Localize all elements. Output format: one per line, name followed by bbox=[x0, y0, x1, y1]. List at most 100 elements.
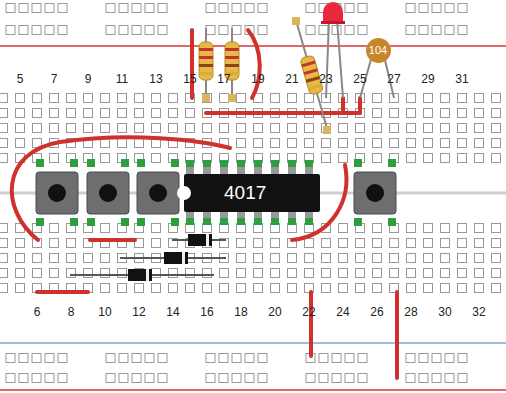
hole bbox=[50, 224, 59, 233]
rail-hole bbox=[432, 4, 441, 13]
hole bbox=[50, 94, 59, 103]
diode-symbol bbox=[70, 269, 214, 281]
hole bbox=[135, 94, 144, 103]
rail-hole bbox=[358, 354, 367, 363]
hole bbox=[50, 109, 59, 118]
capacitor-disc-text: 104 bbox=[369, 44, 387, 56]
rail-hole bbox=[45, 26, 54, 35]
rail-hole bbox=[419, 4, 428, 13]
rail-hole bbox=[119, 374, 128, 383]
chip-pin bbox=[220, 160, 228, 167]
hole bbox=[152, 94, 161, 103]
rail-hole bbox=[145, 26, 154, 35]
hole bbox=[33, 124, 42, 133]
hole bbox=[0, 154, 8, 163]
hole bbox=[135, 109, 144, 118]
rail-hole bbox=[219, 374, 228, 383]
rail-hole bbox=[32, 4, 41, 13]
hole bbox=[458, 254, 467, 263]
rail-hole bbox=[19, 4, 28, 13]
rail-hole bbox=[306, 374, 315, 383]
hole bbox=[407, 224, 416, 233]
hole bbox=[67, 254, 76, 263]
hole bbox=[33, 269, 42, 278]
hole bbox=[152, 154, 161, 163]
rail-hole bbox=[158, 374, 167, 383]
button-cap bbox=[99, 184, 117, 202]
hole bbox=[237, 239, 246, 248]
rail-hole bbox=[58, 4, 67, 13]
rail-hole bbox=[106, 4, 115, 13]
hole bbox=[322, 269, 331, 278]
hole bbox=[0, 254, 8, 263]
rail-hole bbox=[6, 374, 15, 383]
rail-hole bbox=[206, 26, 215, 35]
rail-hole bbox=[145, 4, 154, 13]
hole bbox=[16, 94, 25, 103]
chip-pin bbox=[305, 218, 313, 225]
hole bbox=[373, 284, 382, 293]
column-number: 25 bbox=[353, 72, 366, 86]
chip-pin bbox=[186, 218, 194, 225]
resistor-symbol bbox=[199, 28, 213, 102]
hole bbox=[254, 284, 263, 293]
hole bbox=[0, 224, 8, 233]
column-number: 28 bbox=[404, 305, 417, 319]
hole bbox=[84, 109, 93, 118]
hole bbox=[152, 109, 161, 118]
hole bbox=[237, 94, 246, 103]
rail-hole bbox=[145, 354, 154, 363]
hole bbox=[271, 254, 280, 263]
rail-hole bbox=[306, 26, 315, 35]
hole bbox=[339, 139, 348, 148]
hole bbox=[186, 124, 195, 133]
rail-hole bbox=[119, 4, 128, 13]
column-number: 17 bbox=[217, 72, 230, 86]
rail-hole bbox=[345, 374, 354, 383]
hole bbox=[475, 269, 484, 278]
column-number: 5 bbox=[17, 72, 24, 86]
rail-hole bbox=[6, 4, 15, 13]
hole bbox=[305, 94, 314, 103]
hole bbox=[271, 284, 280, 293]
chip-pin bbox=[220, 218, 228, 225]
button-pin bbox=[171, 218, 179, 226]
button-body bbox=[36, 172, 78, 214]
hole bbox=[407, 154, 416, 163]
hole bbox=[237, 254, 246, 263]
hole bbox=[356, 124, 365, 133]
hole bbox=[424, 109, 433, 118]
column-number: 15 bbox=[183, 72, 196, 86]
button-body bbox=[137, 172, 179, 214]
hole bbox=[475, 284, 484, 293]
rail-hole bbox=[106, 374, 115, 383]
column-number: 7 bbox=[51, 72, 58, 86]
rail-hole bbox=[319, 354, 328, 363]
hole bbox=[441, 284, 450, 293]
hole bbox=[441, 154, 450, 163]
rail-hole bbox=[319, 374, 328, 383]
rail-hole bbox=[132, 374, 141, 383]
column-number: 16 bbox=[200, 305, 213, 319]
hole bbox=[475, 224, 484, 233]
column-number: 9 bbox=[85, 72, 92, 86]
lead-pin bbox=[292, 17, 300, 25]
hole bbox=[390, 124, 399, 133]
hole bbox=[339, 239, 348, 248]
hole bbox=[441, 124, 450, 133]
hole bbox=[458, 239, 467, 248]
hole bbox=[0, 109, 8, 118]
hole bbox=[339, 269, 348, 278]
hole bbox=[424, 254, 433, 263]
button-body bbox=[354, 172, 396, 214]
chip-pin bbox=[254, 160, 262, 167]
hole bbox=[441, 224, 450, 233]
hole bbox=[475, 154, 484, 163]
hole-grid bbox=[0, 4, 501, 383]
column-number: 30 bbox=[438, 305, 451, 319]
hole bbox=[424, 269, 433, 278]
column-number: 11 bbox=[116, 72, 128, 86]
hole bbox=[135, 284, 144, 293]
rail-hole bbox=[245, 4, 254, 13]
